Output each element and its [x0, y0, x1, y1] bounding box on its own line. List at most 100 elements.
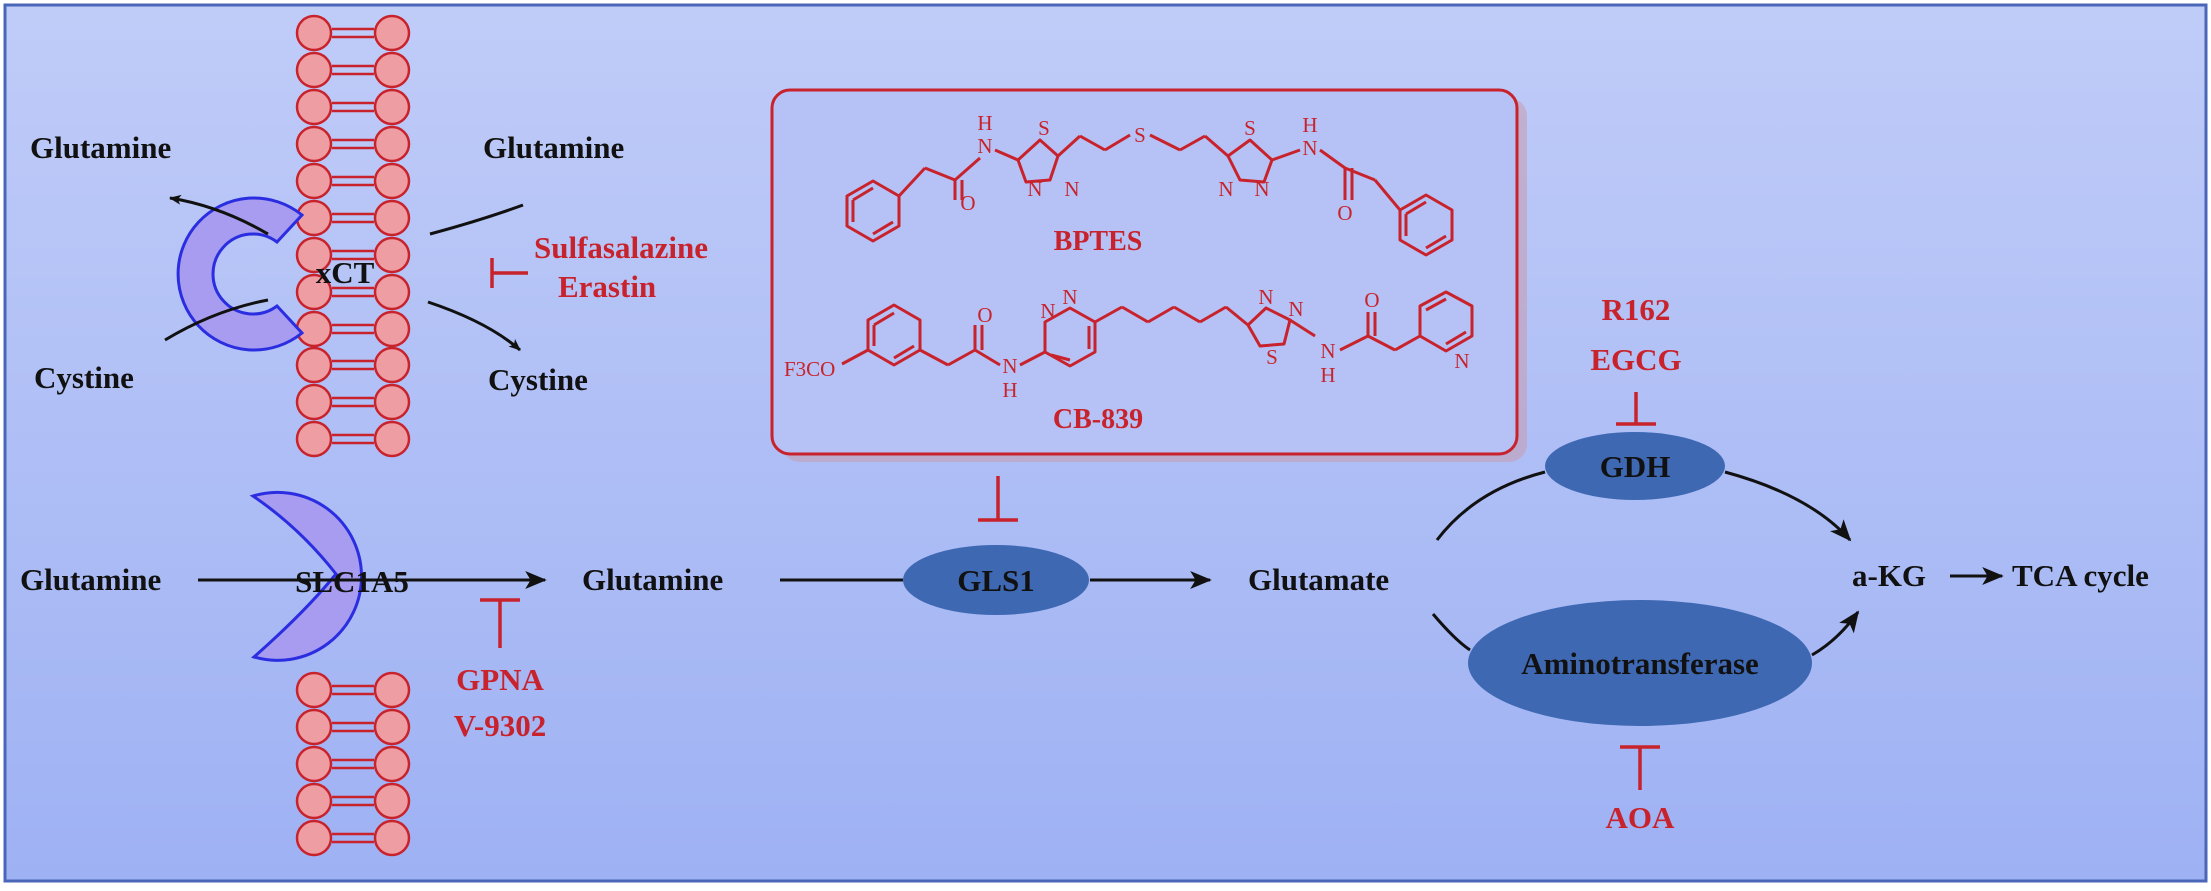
tca-label: TCA cycle — [2012, 558, 2149, 593]
lipid-row — [295, 310, 411, 348]
lipid-row — [295, 51, 411, 89]
cb839-h-left: H — [1002, 378, 1017, 402]
lipid-head — [373, 346, 411, 384]
lipid-head — [295, 310, 333, 348]
bptes-o-left: O — [960, 191, 975, 215]
slc1a5-transporter-shape — [249, 490, 363, 662]
lipid-head — [373, 420, 411, 458]
lipid-head — [373, 745, 411, 783]
lipid-head — [373, 671, 411, 709]
bptes-o-right: O — [1337, 201, 1352, 225]
cb839-label: CB-839 — [1053, 404, 1143, 435]
gdh-enzyme — [1545, 432, 1725, 500]
cb839-n-pyridine: N — [1454, 349, 1469, 373]
xct-glutamine-in-line — [429, 203, 524, 236]
lipid-bilayer — [295, 14, 411, 857]
aminotransferase-inhibition-bar — [1620, 745, 1660, 790]
xct-cystine-out-arrow — [427, 300, 521, 352]
cb839-n-ring-2: N — [1288, 297, 1303, 321]
glutamate-to-gdh-line — [1435, 470, 1546, 541]
lipid-head — [373, 383, 411, 421]
xct-inhibition-bar — [490, 258, 528, 288]
cb839-n-pyridazine-1: N — [1040, 299, 1055, 323]
bptes-n-ring-left-1: N — [1027, 177, 1042, 201]
lipid-head — [295, 346, 333, 384]
sulfasalazine-label: Sulfasalazine — [534, 230, 708, 265]
aminotransferase-enzyme — [1468, 600, 1812, 726]
xct-cystine-in-line — [164, 298, 269, 342]
lipid-head — [373, 51, 411, 89]
lipid-row — [295, 420, 411, 458]
lipid-row — [295, 383, 411, 421]
gls1-enzyme — [903, 545, 1089, 615]
lipid-head — [295, 162, 333, 200]
glutamate-label: Glutamate — [1248, 562, 1389, 597]
glutamine-label: Glutamine — [582, 562, 723, 597]
lipid-head — [295, 671, 333, 709]
cb839-structure — [841, 290, 1474, 368]
slc1a5-glutamine-label: Glutamine — [20, 562, 161, 597]
lipid-head — [373, 14, 411, 52]
bptes-n-right: N — [1302, 136, 1317, 160]
cb839-h-right: H — [1320, 363, 1335, 387]
xct-label: xCT — [316, 255, 375, 290]
lipid-row — [295, 236, 411, 274]
bptes-h-right: H — [1302, 113, 1317, 137]
lipid-head — [295, 819, 333, 857]
cb839-s-ring: S — [1266, 345, 1278, 369]
lipid-row — [295, 782, 411, 820]
xct-glutamine-in-label: Glutamine — [483, 130, 624, 165]
cb839-n-amide-right: N — [1320, 339, 1335, 363]
glutamate-to-aminotransferase-line — [1431, 613, 1471, 652]
gdh-inhibition-bar — [1616, 392, 1656, 426]
bptes-h-left: H — [977, 111, 992, 135]
slc1a5-label: SLC1A5 — [295, 564, 409, 599]
lipid-row — [295, 745, 411, 783]
inhibitor-structures-box — [770, 88, 1519, 456]
lipid-row — [295, 671, 411, 709]
lipid-head — [295, 782, 333, 820]
cb839-n-amide-left: N — [1002, 354, 1017, 378]
lipid-head — [295, 708, 333, 746]
egcg-label: EGCG — [1590, 342, 1681, 377]
lipid-row — [295, 346, 411, 384]
lipid-head — [295, 199, 333, 237]
gls1-inhibition-bar — [978, 476, 1018, 522]
xct-glutamine-out-arrow — [169, 194, 269, 236]
lipid-head — [373, 236, 411, 274]
lipid-head — [373, 310, 411, 348]
gpna-label: GPNA — [456, 662, 544, 697]
cb839-o-right: O — [1364, 288, 1379, 312]
lipid-head — [295, 14, 333, 52]
lipid-head — [373, 88, 411, 126]
lipid-head — [373, 273, 411, 311]
lipid-row — [295, 88, 411, 126]
lipid-head — [373, 708, 411, 746]
lipid-row — [295, 708, 411, 746]
lipid-head — [295, 88, 333, 126]
lipid-head — [373, 162, 411, 200]
lipid-row — [295, 125, 411, 163]
gdh-label: GDH — [1600, 449, 1671, 484]
lipid-head — [295, 236, 333, 274]
lipid-row — [295, 14, 411, 52]
bptes-s-center: S — [1134, 123, 1146, 147]
lipid-head — [295, 745, 333, 783]
lipid-head — [295, 125, 333, 163]
cb839-n-ring-1: N — [1258, 285, 1273, 309]
bptes-label: BPTES — [1054, 226, 1143, 257]
bptes-n-left: N — [977, 134, 992, 158]
lipid-head — [295, 273, 333, 311]
xct-cystine-in-label: Cystine — [34, 360, 134, 395]
lipid-row — [295, 162, 411, 200]
lipid-head — [295, 51, 333, 89]
bptes-n-ring-right-1: N — [1218, 177, 1233, 201]
bptes-n-ring-left-2: N — [1064, 177, 1079, 201]
aminotransferase-to-akg-arrow — [1811, 610, 1860, 657]
lipid-head — [373, 782, 411, 820]
lipid-head — [295, 383, 333, 421]
cb839-n-pyridazine-2: N — [1062, 285, 1077, 309]
lipid-row — [295, 273, 411, 311]
